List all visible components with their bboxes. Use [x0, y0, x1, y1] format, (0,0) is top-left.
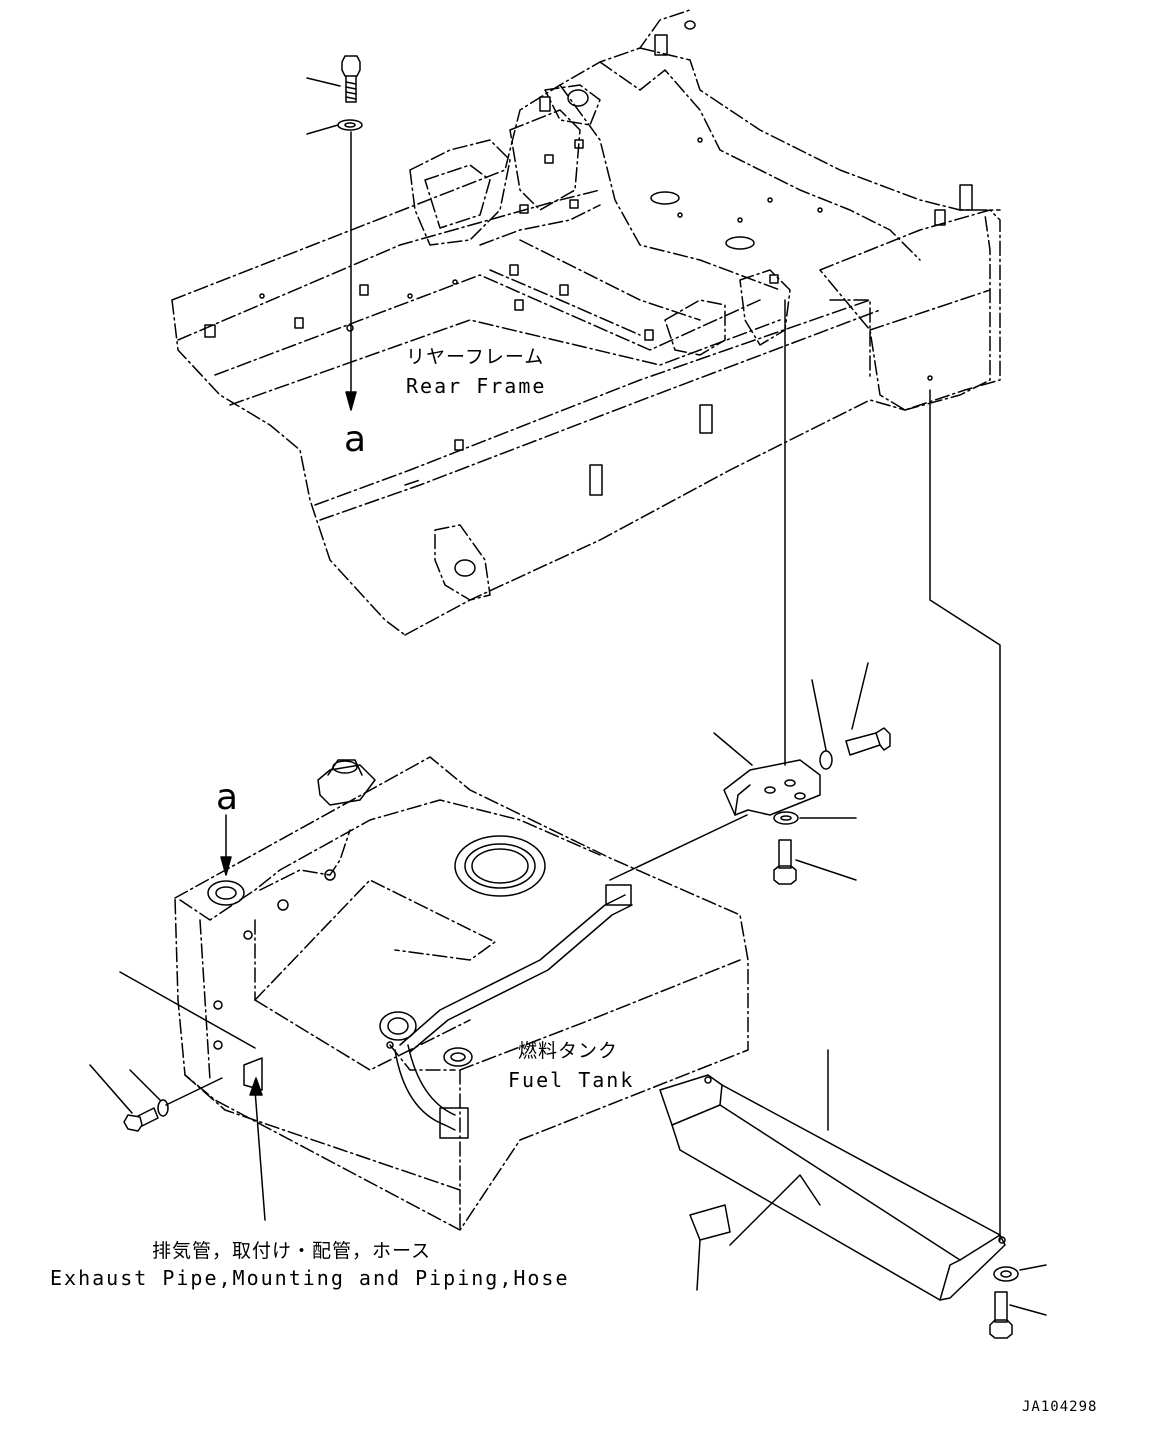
rear-frame-label-en: Rear Frame: [406, 374, 547, 398]
washer-right-mid: [773, 811, 857, 825]
exhaust-label-jp: 排気管，取付け・配管，ホース: [152, 1240, 432, 1262]
arrow-to-a-bottom: [220, 814, 232, 876]
exhaust-leader: [119, 971, 266, 1221]
fuel-tank-label-en: Fuel Tank: [508, 1068, 635, 1092]
rear-frame-label-jp: リヤーフレーム: [406, 346, 545, 368]
arrow-to-a-top: [345, 131, 357, 411]
fuel-tank-solid-details: [207, 759, 633, 1139]
bolt-top: [306, 55, 361, 103]
washer-right-top: [811, 679, 833, 770]
bolt-guard: [989, 1291, 1047, 1339]
exhaust-label-en: Exhaust Pipe,Mounting and Piping,Hose: [50, 1266, 570, 1290]
bolt-right-mid: [773, 839, 857, 885]
guard-plate: [659, 1049, 1006, 1301]
bolt-left: [89, 1064, 159, 1132]
drawing-code: JA104298: [1022, 1399, 1098, 1415]
fuel-tank: [174, 756, 749, 1231]
fuel-tank-label-jp: 燃料タンク: [518, 1040, 619, 1062]
bracket: [713, 732, 821, 816]
bolt-right-top: [845, 662, 891, 756]
rear-frame-details: [204, 20, 973, 577]
ref-a-top: a: [344, 419, 367, 460]
assembly-lines: [609, 299, 1001, 1241]
ref-a-bottom: a: [216, 777, 239, 818]
washer-left: [129, 1069, 223, 1117]
washer-top: [306, 119, 363, 135]
washer-guard: [993, 1264, 1047, 1282]
